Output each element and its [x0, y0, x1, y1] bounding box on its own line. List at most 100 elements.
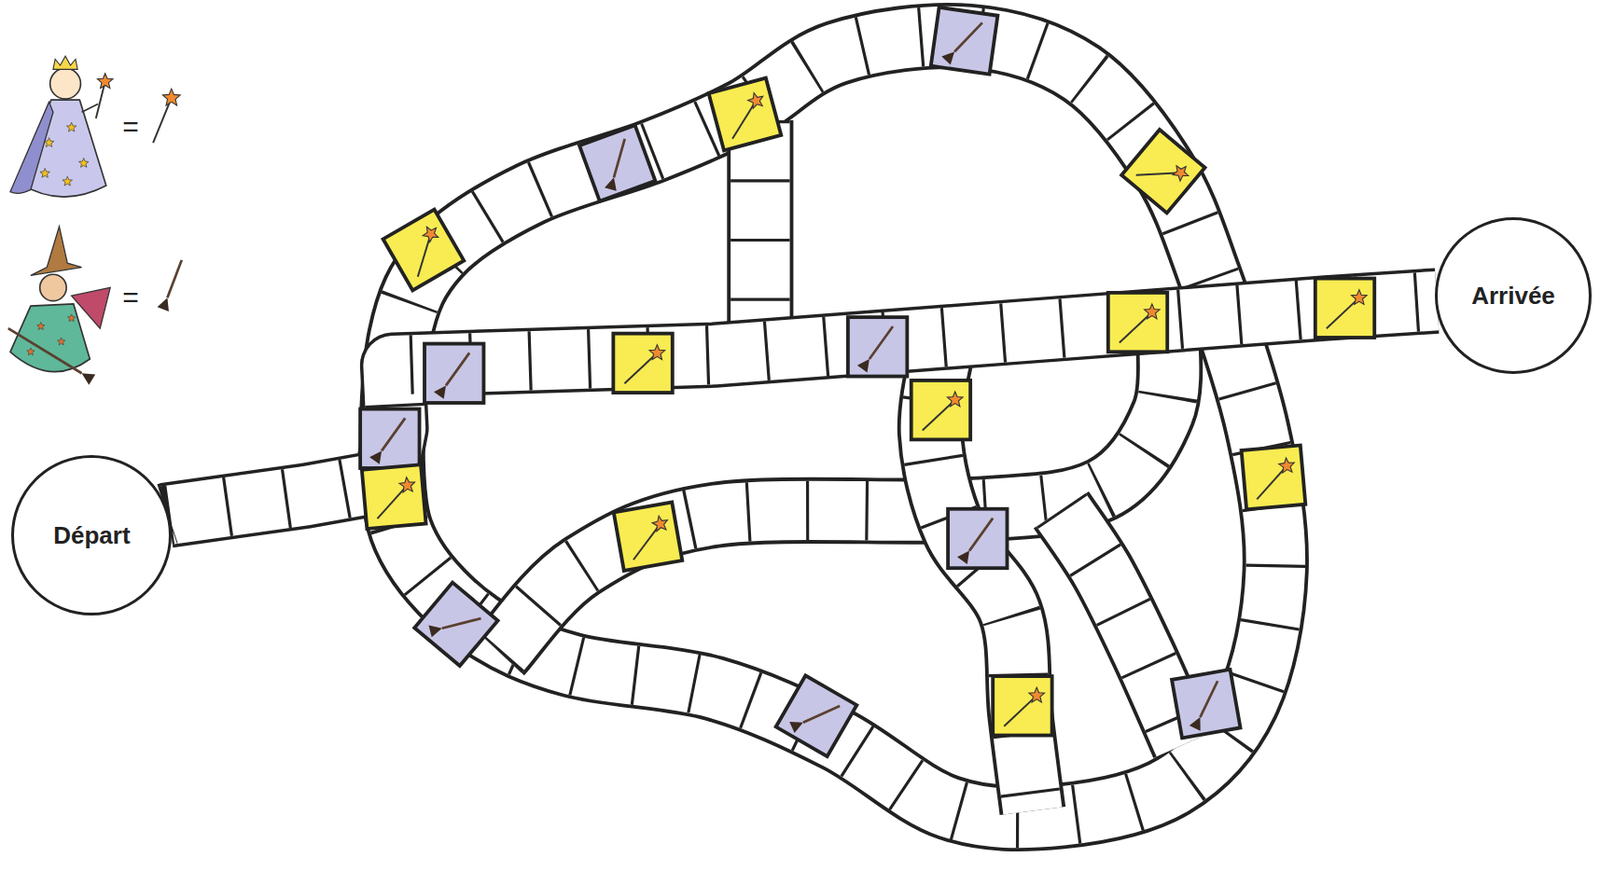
broom-stick [602, 139, 637, 178]
wand-square [709, 78, 782, 152]
broom-stick [803, 694, 840, 735]
broom-bristles [785, 716, 803, 735]
circle-label: Départ [53, 521, 130, 551]
dress-star [40, 167, 50, 178]
square-fill [776, 675, 858, 757]
wand-stick [153, 97, 172, 143]
witch-figure [8, 226, 111, 386]
side-track-border [1060, 510, 1183, 746]
wand-stick [922, 400, 956, 432]
wand-stick [1326, 297, 1360, 329]
wand-square [613, 502, 682, 571]
wand-square [1315, 278, 1375, 338]
dress-star [67, 314, 75, 322]
dress-star [66, 122, 76, 132]
equals-sign: = [122, 112, 140, 141]
dress-star [57, 337, 66, 346]
wand-star [162, 88, 181, 106]
broom-bristles [433, 385, 446, 399]
broom-bristles [82, 373, 97, 385]
broom-stick [869, 326, 893, 360]
broom-square [579, 125, 655, 201]
broom-square [776, 675, 858, 757]
fairy-arm [82, 104, 98, 113]
side-track-cells [1060, 510, 1183, 746]
broom-bristles [1188, 717, 1203, 733]
wand-square [612, 333, 672, 393]
square-fill [414, 583, 498, 667]
square-fill [1315, 278, 1375, 338]
square-fill [1171, 669, 1240, 738]
wand-star [651, 514, 669, 533]
fairy-crown [53, 55, 78, 70]
board-circle: Arrivée [1434, 217, 1592, 375]
side-track [1060, 510, 1183, 746]
square-fill [579, 125, 655, 201]
broom-bristles [857, 359, 870, 373]
fairy-figure [10, 55, 113, 197]
wand-star [97, 73, 113, 89]
broom-stick [381, 417, 405, 451]
dress-star [62, 176, 72, 186]
broom-square [424, 344, 484, 404]
outer-track-border [391, 36, 1276, 820]
dress-star [37, 322, 45, 331]
square-fill [383, 209, 465, 292]
wand-stick [402, 234, 446, 278]
branch-track-border [726, 120, 794, 342]
wand-square [1108, 292, 1168, 352]
fairy-cape [10, 101, 54, 194]
square-fill [931, 7, 999, 75]
wand-stick [624, 352, 657, 384]
wand-square [992, 676, 1052, 736]
square-fill [1241, 445, 1307, 510]
main-track-cells [167, 301, 1438, 516]
fairy-head [50, 68, 82, 99]
wand-star [946, 391, 963, 407]
broom-bristles [957, 551, 970, 565]
broom-bristles [369, 450, 382, 464]
square-fill [1108, 292, 1168, 352]
outer-track-cells [391, 36, 1276, 820]
broom-stick [8, 328, 83, 374]
dress-star [43, 138, 54, 148]
outer-track [391, 36, 1276, 820]
broom-bristles [940, 50, 955, 66]
wand-stick [1003, 695, 1037, 727]
wand-square [361, 464, 427, 529]
circle-label: Arrivée [1471, 281, 1556, 311]
square-fill [947, 509, 1007, 569]
equals-sign: = [122, 283, 140, 312]
broom-bristles [157, 297, 169, 312]
wand-star [1144, 304, 1161, 320]
broom-square [947, 509, 1007, 569]
wand-star [1278, 457, 1295, 474]
wand-square [911, 380, 971, 440]
broom-square [360, 409, 419, 469]
witch-cape [71, 287, 112, 329]
board-circle: Départ [11, 455, 172, 616]
square-fill [360, 409, 419, 469]
broom-stick [166, 260, 181, 298]
wand-star [1351, 290, 1368, 306]
broom-square [414, 583, 498, 667]
square-fill [613, 502, 682, 571]
wand-stick [1119, 312, 1153, 344]
main-track [167, 301, 1438, 516]
broom-stick [445, 352, 470, 386]
broom-square [1171, 669, 1240, 738]
main-track-fill [167, 301, 1438, 516]
wand-square [1241, 445, 1307, 510]
broom-stick [954, 19, 983, 56]
main-track-border [167, 301, 1438, 516]
square-fill [992, 676, 1052, 736]
wand-star [1029, 687, 1045, 703]
square-fill [911, 380, 971, 440]
square-fill [848, 317, 907, 376]
broom-stick [969, 518, 993, 552]
broom-square [931, 7, 999, 75]
branch-track [730, 120, 790, 342]
wand-stick [724, 100, 765, 140]
broom-stick [442, 603, 482, 644]
